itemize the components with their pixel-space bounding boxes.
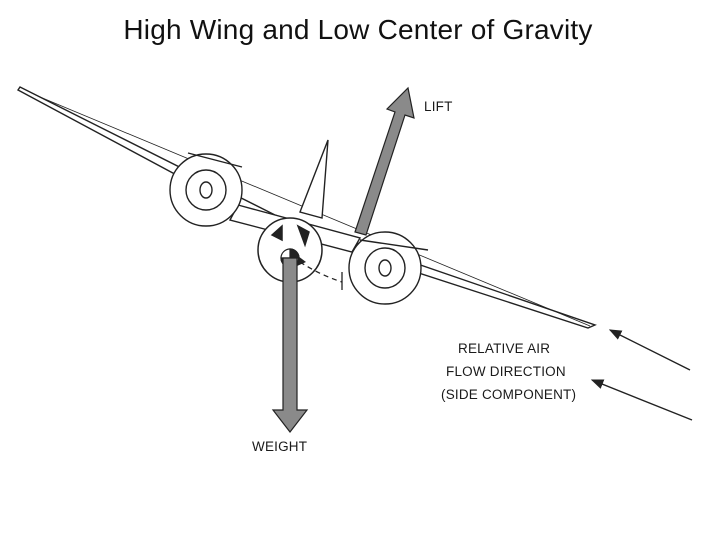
lift-arrow <box>354 86 415 236</box>
right-engine-nacelle <box>348 231 429 305</box>
rotation-arrow <box>297 256 343 290</box>
relative-airflow-arrows <box>590 329 693 421</box>
relative-air-label-line2: FLOW DIRECTION <box>446 364 566 379</box>
relative-air-label-line3: (SIDE COMPONENT) <box>441 387 576 402</box>
slide-title: High Wing and Low Center of Gravity <box>123 14 593 45</box>
lift-label: LIFT <box>424 99 453 114</box>
left-engine-nacelle <box>169 152 243 227</box>
relative-air-label-line1: RELATIVE AIR <box>458 341 550 356</box>
weight-arrow <box>271 257 309 433</box>
weight-label: WEIGHT <box>252 439 307 454</box>
